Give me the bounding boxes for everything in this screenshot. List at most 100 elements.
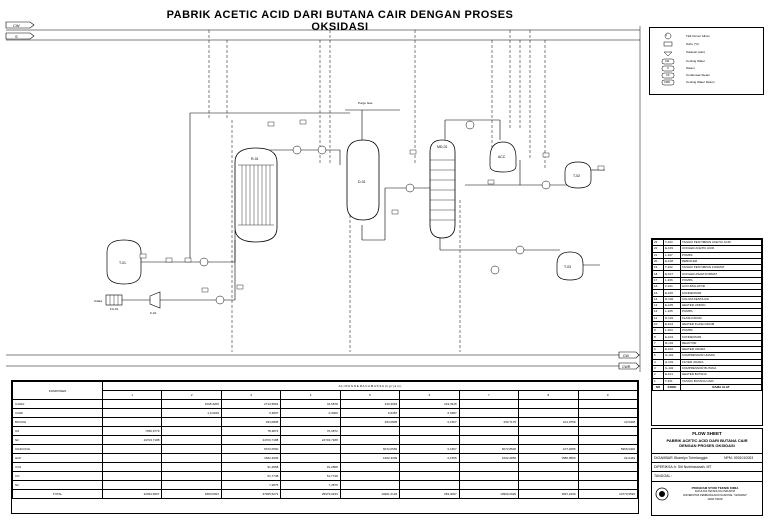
legend-symbol: CW (665, 60, 670, 63)
flow-value: 24703,7188 (220, 435, 282, 445)
equipment-name: ACCUMULATOR (680, 283, 762, 291)
flow-value: 0,1657 (399, 444, 460, 454)
equipment-name: COOLER ASAM FORMAT (680, 270, 762, 278)
equipment-name: REAKTOR (680, 339, 762, 348)
flow-value (101, 471, 163, 481)
drawn-label: DIGAMBAR : (654, 456, 675, 460)
stream-number-header: 1 (101, 390, 163, 400)
flow-value (577, 471, 638, 481)
component-name: N2 (12, 480, 103, 490)
stream-number-header: 5 (339, 390, 401, 400)
component-name: CH3COOH (12, 444, 103, 454)
flow-value: 6072,0560 (339, 444, 401, 454)
flow-value (161, 453, 222, 463)
equipment-name: REBOILER (680, 257, 762, 266)
flow-value: 0,1555 (399, 453, 460, 463)
flow-value: 0,3807 (220, 408, 282, 418)
flow-value: 10901,2104 (339, 489, 401, 499)
flow-value (518, 426, 579, 436)
equipment-name: POMPA (680, 327, 762, 335)
mass-balance-table: KOMPONEN A L I R A N N E R A C A M A S S… (11, 380, 639, 514)
svg-text:K-01: K-01 (150, 311, 157, 315)
flow-value: 7,2875 (220, 480, 282, 490)
flow-value: 76,3872 (280, 426, 341, 436)
formic-tank: T-02 (564, 161, 592, 189)
flow-value (280, 453, 341, 463)
component-name: C4H10 (12, 399, 103, 409)
flow-value: 25979,0233 (280, 489, 341, 499)
svg-text:Purge Gas: Purge Gas (358, 101, 373, 105)
distillation-column: MD-01 (429, 139, 456, 239)
flow-value: 1697,2439 (518, 489, 579, 499)
component-name: TOTAL (12, 489, 103, 499)
flow-value: 1602,3099 (220, 453, 282, 463)
flow-value (518, 435, 579, 445)
student-id: NPM: 0931010053 (724, 456, 754, 460)
flow-value: 253,7176 (458, 417, 520, 427)
svg-text:CWR: CWR (622, 365, 631, 369)
flow-value: 283,0097 (399, 489, 460, 499)
flow-value: 6072,0560 (220, 444, 282, 454)
heat-exchangers (199, 120, 551, 305)
flow-value: 91,2868 (280, 462, 341, 472)
legend-item: Suhu (°C) (686, 42, 700, 46)
svg-text:Udara: Udara (94, 299, 103, 303)
component-name: CO (12, 471, 103, 481)
equipment-name: POMPA (680, 276, 762, 285)
component-name: BOOOH (12, 417, 103, 427)
utility-lines (208, 30, 546, 352)
equipment-name: HEATER UMPAN (680, 301, 762, 310)
stream-number-header: 3 (220, 390, 282, 400)
flow-value (101, 444, 163, 454)
equipment-name: TANGKI PENYIMPAN FORMAT (680, 264, 762, 272)
flow-value (399, 435, 460, 445)
flow-value (458, 426, 520, 436)
equipment-name: KOMPRESSOR BUTANA (680, 364, 762, 373)
flow-value: 1580,9580 (518, 453, 579, 463)
flow-value (399, 462, 460, 472)
flow-value (161, 435, 222, 445)
flow-value (339, 480, 401, 490)
flow-value (161, 426, 222, 436)
flow-value: 7350,9779 (101, 426, 163, 436)
flow-value (399, 480, 460, 490)
equipment-name: HEATER BUTANA (680, 371, 762, 379)
flow-value: 43,6878 (280, 399, 341, 409)
title-line-1: PABRIK ACETIC ACID DARI BUTANA CAIR (666, 438, 748, 443)
flow-value (101, 399, 163, 409)
svg-text:CW: CW (13, 23, 20, 28)
equipment-name: HEATER UDARA (680, 346, 762, 354)
svg-text:FU-01: FU-01 (110, 307, 119, 311)
flow-value (161, 471, 222, 481)
svg-text:CW: CW (623, 354, 630, 358)
flow-value (399, 471, 460, 481)
acetic-acid-tank: T-03 (556, 251, 584, 281)
equipment-footer-cell: KODE (663, 383, 681, 392)
flow-value: 1602,3099 (339, 453, 401, 463)
air-filter: Udara FU-01 (94, 294, 123, 311)
flow-value (161, 462, 222, 472)
equipment-name: FILTER UDARA (680, 358, 762, 366)
component-name: O2 (12, 426, 103, 436)
flow-value (577, 426, 638, 436)
legend-item: Steam (686, 66, 695, 70)
component-name: N2 (12, 435, 103, 445)
flow-value: 51,7748 (280, 471, 341, 481)
flow-value (577, 480, 638, 490)
university-logo-icon (655, 487, 669, 501)
